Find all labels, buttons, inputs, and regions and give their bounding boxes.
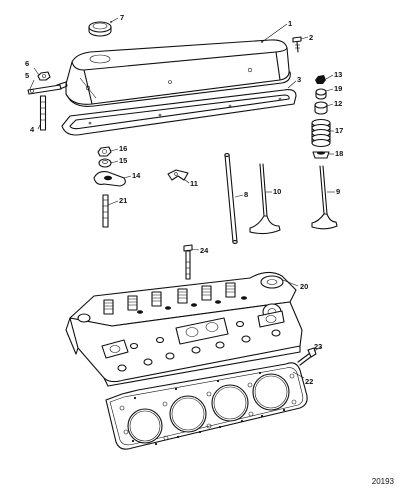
callout-11: 11 <box>190 179 198 188</box>
rocker-stud-21 <box>102 194 109 228</box>
head-bolt-24 <box>183 244 193 280</box>
breather-bracket <box>27 81 68 95</box>
rocker-arm-14 <box>93 171 126 187</box>
callout-14: 14 <box>132 171 141 180</box>
callout-10: 10 <box>273 187 281 196</box>
head-valve-springs <box>103 282 247 315</box>
head-gasket-22 <box>105 362 308 450</box>
callout-18: 18 <box>335 149 343 158</box>
callout-6: 6 <box>25 59 29 68</box>
valve-lock-19 <box>315 88 327 100</box>
rocker-arm-stud <box>39 95 47 131</box>
callout-1: 1 <box>288 19 292 28</box>
spring-shim-18 <box>312 151 330 159</box>
callout-17: 17 <box>335 126 343 135</box>
rocker-cover-gasket <box>61 89 297 136</box>
callout-2: 2 <box>309 33 313 42</box>
figure-number: 20193 <box>371 477 394 486</box>
intake-valve-10 <box>249 163 281 235</box>
callout-9: 9 <box>336 187 340 196</box>
callout-13: 13 <box>334 70 342 79</box>
callout-19: 19 <box>334 84 342 93</box>
valve-rocker-cover <box>65 39 291 107</box>
callout-8: 8 <box>244 190 248 199</box>
cylinder-head-20 <box>65 271 303 387</box>
valve-spring-17 <box>311 118 331 148</box>
callout-4: 4 <box>30 125 35 134</box>
push-rod-guide-11 <box>167 169 189 181</box>
push-rod-8 <box>224 153 238 244</box>
callout-7: 7 <box>120 13 124 22</box>
callout-labels: 7 1 2 3 6 5 4 13 19 12 17 18 16 15 14 11… <box>25 13 343 386</box>
rocker-ball-15 <box>98 158 112 168</box>
callout-24: 24 <box>200 246 209 255</box>
exhaust-valve-9 <box>311 165 338 230</box>
callout-3: 3 <box>297 75 301 84</box>
callout-20: 20 <box>300 282 308 291</box>
breather-nut <box>37 71 51 81</box>
head-bolt-bosses <box>117 320 281 372</box>
callout-23: 23 <box>314 342 322 351</box>
cover-bolt <box>292 36 302 53</box>
head-intake-ports <box>101 310 285 359</box>
gasket-holes <box>119 371 297 446</box>
callout-21: 21 <box>119 196 127 205</box>
callout-5: 5 <box>25 71 29 80</box>
callout-12: 12 <box>334 99 342 108</box>
callout-16: 16 <box>119 144 127 153</box>
valve-seal-12 <box>314 101 328 115</box>
callout-22: 22 <box>305 377 313 386</box>
valve-cap-13 <box>315 75 326 84</box>
head-bolt-23 <box>297 347 317 366</box>
oil-filler-cap <box>88 21 112 37</box>
rocker-nut-16 <box>97 146 112 157</box>
callout-15: 15 <box>119 156 127 165</box>
